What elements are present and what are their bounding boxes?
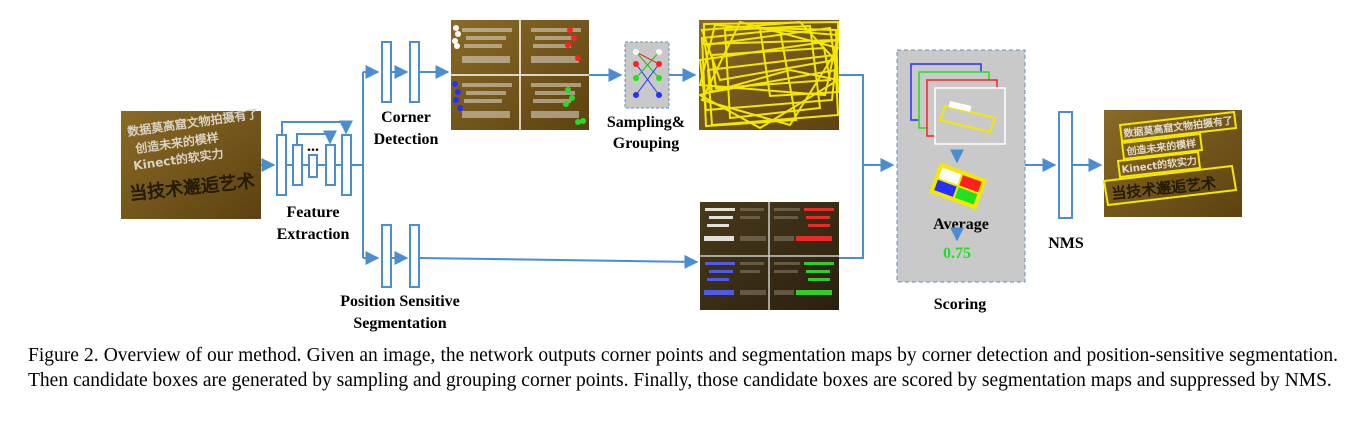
corner-label-1: Corner bbox=[381, 109, 431, 126]
corner-maps bbox=[451, 20, 589, 130]
corner-dots-red bbox=[565, 27, 581, 61]
scoring-label: Scoring bbox=[934, 296, 986, 313]
branch-arrows bbox=[351, 65, 380, 265]
merge-arrows bbox=[839, 74, 895, 259]
seg-blue bbox=[704, 262, 735, 295]
seg-red bbox=[796, 208, 834, 241]
nms-block bbox=[1058, 111, 1073, 219]
arrow-to-seg-maps bbox=[418, 254, 699, 269]
score-value: 0.75 bbox=[943, 245, 971, 262]
corner-dots-blue bbox=[452, 81, 463, 111]
scoring-panel: Average 0.75 bbox=[896, 49, 1026, 283]
segmentation-network bbox=[381, 224, 420, 288]
sampling-label-2: Grouping bbox=[613, 135, 679, 152]
corner-label-2: Detection bbox=[374, 131, 439, 148]
position-label-1: Position Sensitive bbox=[340, 293, 460, 310]
feature-label-2: Extraction bbox=[277, 226, 350, 243]
segmentation-maps bbox=[700, 202, 839, 310]
average-label: Average bbox=[933, 216, 989, 233]
method-overview-diagram: 数据莫高窟文物拍摄有了 创造未来的模样 Kinect的软实力 当技术邂逅艺术 .… bbox=[121, 20, 1242, 332]
nms-label: NMS bbox=[1048, 235, 1084, 252]
corner-dots-white bbox=[452, 25, 461, 49]
sampling-grouping-box bbox=[624, 41, 670, 109]
output-image: 数据莫高窟文物拍摄有了 创造未来的模样 Kinect的软实力 当技术邂逅艺术 bbox=[1102, 110, 1242, 217]
position-label-2: Segmentation bbox=[353, 315, 446, 332]
figure-caption: Figure 2. Overview of our method. Given … bbox=[28, 343, 1338, 393]
caption-text: Figure 2. Overview of our method. Given … bbox=[28, 345, 1338, 391]
seg-green bbox=[796, 262, 834, 295]
ellipsis-label: ... bbox=[307, 138, 319, 155]
feature-label-1: Feature bbox=[286, 204, 339, 221]
corner-dots-green bbox=[563, 87, 586, 125]
input-image: 数据莫高窟文物拍摄有了 创造未来的模样 Kinect的软实力 当技术邂逅艺术 bbox=[121, 106, 261, 219]
skip-connections bbox=[281, 120, 353, 166]
seg-white bbox=[704, 208, 735, 241]
sampling-label-1: Sampling& bbox=[607, 114, 685, 131]
candidate-boxes-image bbox=[697, 20, 841, 130]
